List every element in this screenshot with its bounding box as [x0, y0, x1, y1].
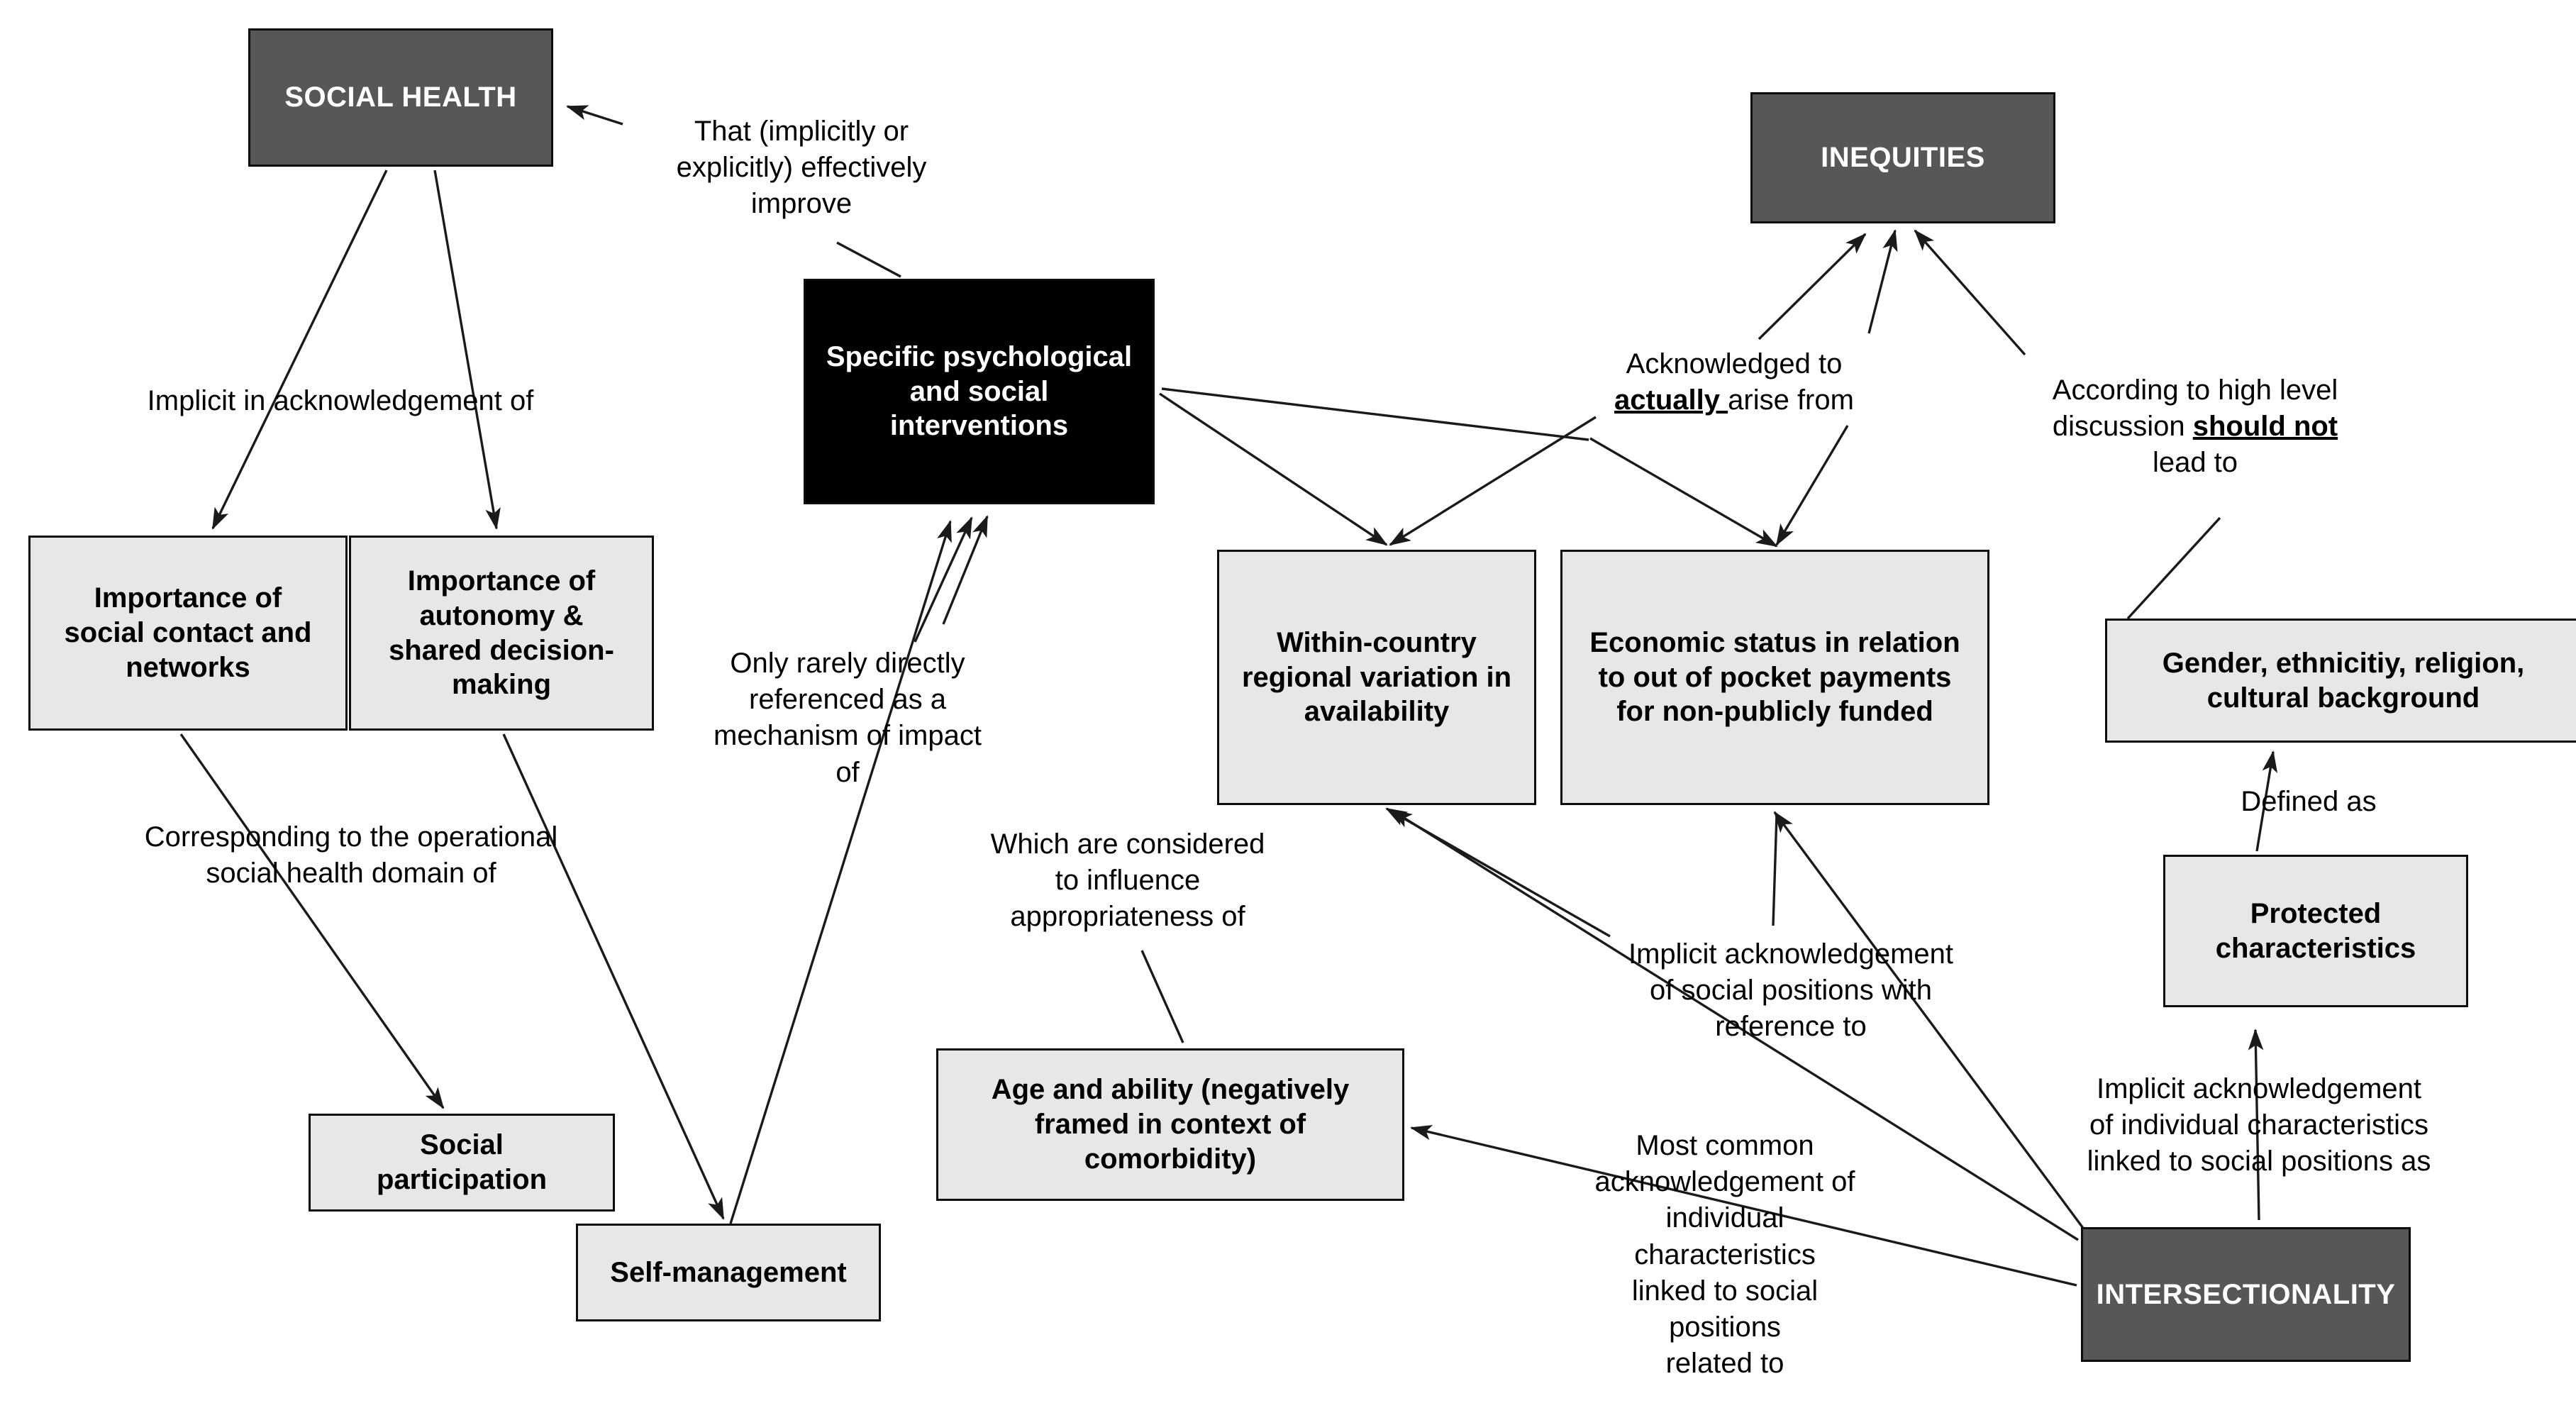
- node-age-and-ability-label: Age and ability (negatively framed in co…: [991, 1074, 1350, 1175]
- edge-age-ability-to-interventions: [942, 515, 989, 625]
- edge-interventions-to-improve: [836, 241, 901, 278]
- node-intersectionality-label: INTERSECTIONALITY: [2096, 1278, 2396, 1310]
- edge-label-which-are-considered: Which are considered to influence approp…: [990, 828, 1265, 933]
- edge-self-management-to-interventions: [914, 516, 973, 643]
- node-importance-autonomy[interactable]: Importance of autonomy & shared decision…: [349, 536, 654, 731]
- edge-label-only-rarely-directly-referenced: Only rarely directly referenced as a mec…: [714, 648, 982, 788]
- node-gender-ethnicity-religion-label: Gender, ethnicitiy, religion, cultural b…: [2162, 647, 2525, 714]
- edge-interventions-to-economic-status: [1161, 387, 1589, 441]
- node-importance-autonomy-label: Importance of autonomy & shared decision…: [389, 565, 614, 701]
- node-social-health[interactable]: SOCIAL HEALTH: [248, 28, 553, 167]
- edge-inequities-to-within-country: [1389, 416, 1597, 546]
- node-inequities-label: INEQUITIES: [1821, 142, 1985, 174]
- edge-label-most-common-acknowledgement: Most common acknowledgement of individua…: [1594, 1130, 1855, 1380]
- node-economic-status-label: Economic status in relation to out of po…: [1589, 626, 1960, 728]
- node-self-management[interactable]: Self-management: [576, 1224, 881, 1321]
- edge-label-acknowledged-part2: arise from: [1728, 384, 1854, 416]
- node-gender-ethnicity-religion[interactable]: Gender, ethnicitiy, religion, cultural b…: [2105, 619, 2576, 743]
- edge-social-participation-to-interventions: [729, 520, 952, 1224]
- node-protected-characteristics[interactable]: Protected characteristics: [2163, 855, 2468, 1007]
- edge-label-according-emphasis: should not: [2192, 411, 2338, 443]
- edge-label-according-part2: lead to: [2152, 447, 2238, 479]
- edge-label-implicit-in-acknowledgement-of: Implicit in acknowledgement of: [147, 385, 534, 416]
- edge-label-according-part1: According to high level discussion: [2052, 375, 2338, 443]
- node-within-country-variation[interactable]: Within-country regional variation in ava…: [1217, 550, 1536, 805]
- node-intersectionality[interactable]: INTERSECTIONALITY: [2081, 1227, 2411, 1362]
- edge-label-implicit-acknowledgement-social-positions: Implicit acknowledgement of social posit…: [1628, 938, 1953, 1043]
- node-social-health-label: SOCIAL HEALTH: [284, 82, 517, 113]
- edge-label-acknowledged-part1: Acknowledged to: [1626, 348, 1843, 379]
- node-inequities[interactable]: INEQUITIES: [1750, 92, 2055, 223]
- node-specific-interventions[interactable]: Specific psychological and social interv…: [804, 279, 1155, 504]
- edge-interventions-long-to-economic: [1589, 437, 1778, 548]
- node-within-country-variation-label: Within-country regional variation in ava…: [1241, 626, 1512, 728]
- edge-importance-contact-to-social-participation: [179, 733, 445, 1109]
- edge-label-according-to-high-level-discussion: According to high level discussion shoul…: [2043, 372, 2348, 482]
- node-importance-social-contact-label: Importance of social contact and network…: [64, 582, 312, 683]
- edge-acknowledged-to-inequities: [1758, 233, 1867, 340]
- node-specific-interventions-label: Specific psychological and social interv…: [826, 340, 1133, 442]
- node-protected-characteristics-label: Protected characteristics: [2215, 897, 2416, 964]
- node-social-participation[interactable]: Social participation: [309, 1114, 615, 1212]
- edge-label-acknowledged-to-actually-arise-from: Acknowledged to actually arise from: [1599, 346, 1869, 418]
- edge-label-implicit-acknowledgement-individual: Implicit acknowledgement of individual c…: [2087, 1073, 2431, 1177]
- edge-right-to-inequities: [1914, 229, 2026, 356]
- edge-social-health-to-importance-contact: [211, 170, 388, 530]
- edge-label-that-effectively-improve: That (implicitly or explicitly) effectiv…: [676, 116, 927, 220]
- node-economic-status[interactable]: Economic status in relation to out of po…: [1560, 550, 1989, 805]
- edge-center-to-inequities: [1867, 229, 1898, 334]
- edge-which-are-considered-to-age-ability: [1140, 950, 1184, 1043]
- edge-implicit-social-positions-to-within-country: [1385, 807, 1611, 938]
- edge-label-acknowledged-emphasis: actually: [1614, 384, 1728, 416]
- node-social-participation-label: Social participation: [376, 1129, 548, 1195]
- edge-inequities-to-economic-status: [1775, 425, 1849, 546]
- edge-label-defined-as: Defined as: [2241, 786, 2377, 817]
- edge-social-health-to-importance-autonomy: [433, 170, 501, 531]
- node-importance-social-contact[interactable]: Importance of social contact and network…: [28, 536, 348, 731]
- node-age-and-ability[interactable]: Age and ability (negatively framed in co…: [936, 1048, 1404, 1201]
- edge-label-corresponding-to-operational-domain: Corresponding to the operational social …: [144, 821, 558, 889]
- edge-should-not-to-gender: [2126, 516, 2221, 620]
- edge-implicit-social-positions-to-economic: [1772, 814, 1778, 926]
- edge-improve-to-social-health: [566, 105, 623, 126]
- edge-interventions-to-within-country: [1159, 392, 1388, 546]
- node-self-management-label: Self-management: [610, 1256, 847, 1288]
